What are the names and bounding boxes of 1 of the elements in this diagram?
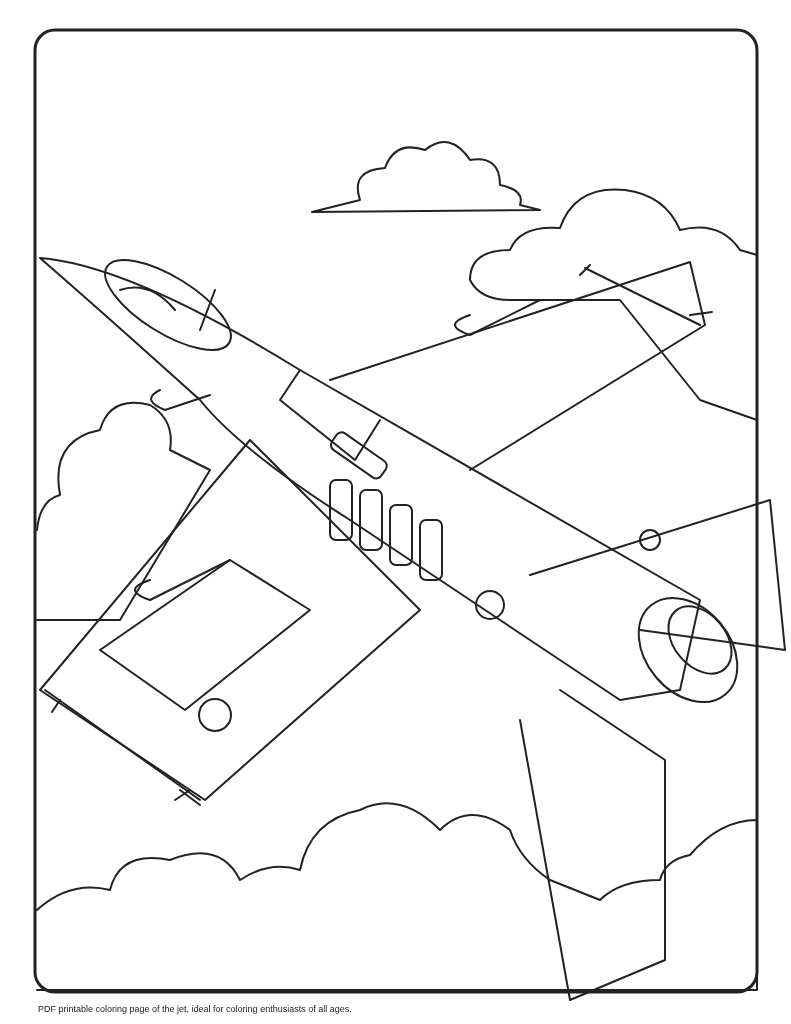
- caption: PDF printable coloring page of the jet, ideal for coloring enthusiasts of all ages.: [38, 1004, 352, 1014]
